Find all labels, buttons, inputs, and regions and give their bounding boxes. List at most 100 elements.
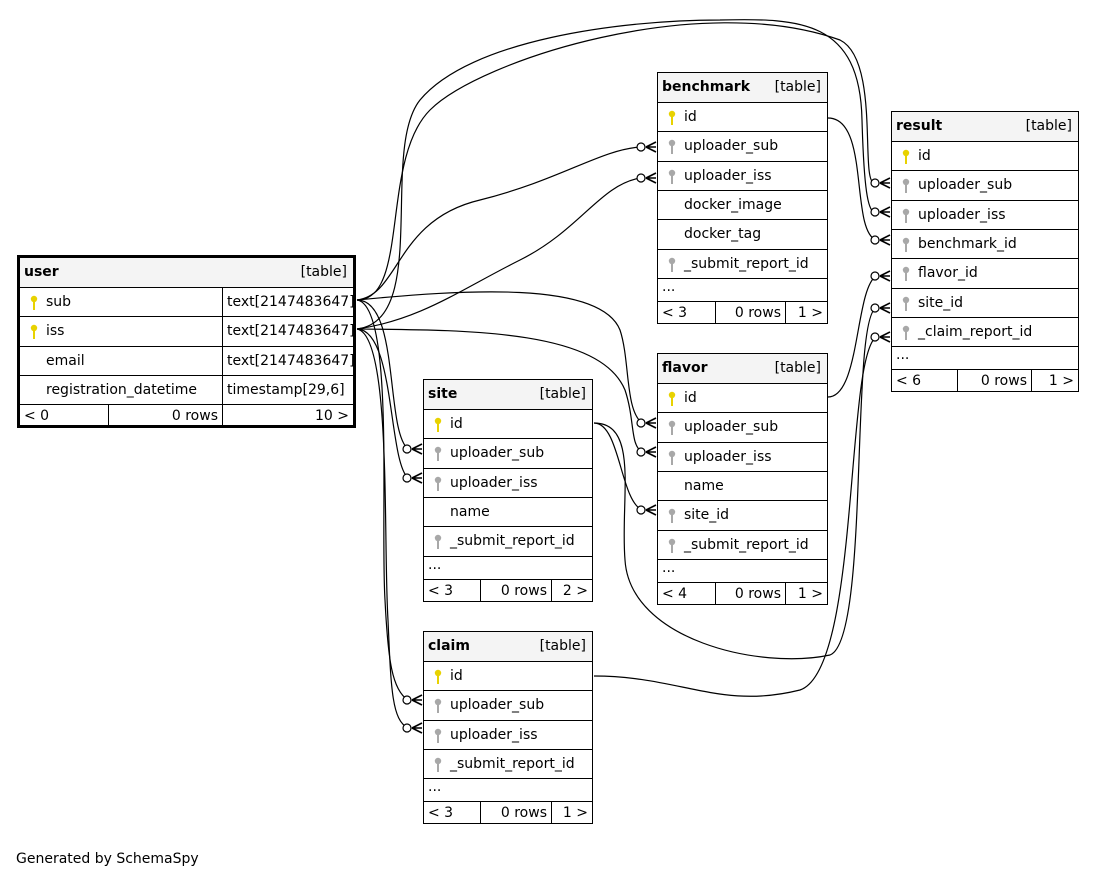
parents-link[interactable]: < 3 bbox=[662, 304, 688, 321]
crows-foot-marker bbox=[645, 504, 657, 516]
primary-key-icon bbox=[668, 110, 676, 125]
column-row[interactable]: docker_tag bbox=[658, 219, 827, 248]
crows-foot-marker bbox=[879, 270, 891, 282]
column-row[interactable]: benchmark_id bbox=[892, 228, 1078, 258]
zero-cardinality-marker bbox=[870, 178, 880, 188]
foreign-key-icon bbox=[902, 296, 910, 311]
foreign-key-icon bbox=[668, 538, 676, 553]
column-row[interactable]: docker_image bbox=[658, 189, 827, 219]
column-row[interactable]: uploader_sub bbox=[658, 131, 827, 160]
parents-link[interactable]: < 0 bbox=[24, 408, 50, 425]
column-name: uploader_sub bbox=[450, 697, 545, 714]
column-row[interactable]: _submit_report_id bbox=[658, 529, 827, 559]
crows-foot-marker bbox=[411, 443, 423, 455]
table-type-tag: [table] bbox=[774, 79, 821, 95]
column-row[interactable]: _submit_report_id bbox=[424, 748, 592, 778]
parents-link[interactable]: < 3 bbox=[428, 582, 454, 599]
column-row[interactable]: site_id bbox=[892, 287, 1078, 317]
column-name: _submit_report_id bbox=[450, 533, 575, 550]
column-row[interactable]: uploader_sub bbox=[424, 438, 592, 467]
column-row[interactable]: id bbox=[658, 383, 827, 412]
column-name: _submit_report_id bbox=[450, 755, 575, 772]
table-header[interactable]: site[table] bbox=[424, 380, 592, 409]
zero-cardinality-marker bbox=[870, 207, 880, 217]
table-type-tag: [table] bbox=[1025, 118, 1072, 134]
row-count: 0 rows bbox=[480, 802, 551, 825]
column-row[interactable]: _claim_report_id bbox=[892, 316, 1078, 346]
crows-foot-marker bbox=[645, 417, 657, 429]
parents-link[interactable]: < 3 bbox=[428, 805, 454, 822]
column-name: registration_datetime bbox=[46, 381, 197, 398]
column-row[interactable]: name bbox=[658, 470, 827, 500]
children-link[interactable]: 1 > bbox=[785, 301, 827, 324]
column-row[interactable]: uploader_sub bbox=[658, 412, 827, 441]
foreign-key-icon bbox=[434, 728, 442, 743]
column-row[interactable]: uploader_iss bbox=[424, 467, 592, 497]
column-row[interactable]: id bbox=[424, 409, 592, 438]
relationship-claim-uploader-sub bbox=[356, 299, 423, 706]
foreign-key-icon bbox=[668, 450, 676, 465]
relationship-result-benchmark-id bbox=[827, 117, 891, 246]
column-row[interactable]: uploader_iss bbox=[658, 160, 827, 190]
column-row[interactable]: uploader_sub bbox=[424, 690, 592, 719]
column-row[interactable]: uploader_sub bbox=[892, 170, 1078, 199]
column-type: text[2147483647] bbox=[222, 288, 355, 317]
relationship-claim-uploader-iss bbox=[356, 328, 423, 734]
column-row[interactable]: uploader_iss bbox=[892, 199, 1078, 229]
column-row[interactable]: sub text[2147483647] bbox=[20, 287, 355, 317]
more-columns: ... bbox=[892, 346, 1078, 369]
crows-foot-marker bbox=[879, 177, 891, 189]
children-link[interactable]: 1 > bbox=[1031, 370, 1078, 393]
column-row[interactable]: _submit_report_id bbox=[424, 526, 592, 555]
row-count: 0 rows bbox=[108, 405, 222, 428]
column-row[interactable]: id bbox=[658, 102, 827, 131]
table-name: site bbox=[428, 386, 458, 402]
column-name: site_id bbox=[918, 294, 964, 311]
column-row[interactable]: id bbox=[892, 141, 1078, 170]
table-claim[interactable]: claim[table]id uploader_sub uploader_iss _s… bbox=[423, 631, 593, 825]
column-name: sub bbox=[46, 294, 72, 310]
table-header[interactable]: user[table] bbox=[20, 258, 353, 287]
parents-link[interactable]: < 4 bbox=[662, 585, 688, 602]
crows-foot-marker bbox=[411, 722, 423, 734]
column-row[interactable]: site_id bbox=[658, 500, 827, 529]
column-name: uploader_iss bbox=[450, 474, 538, 491]
table-header[interactable]: result [table] bbox=[892, 112, 1078, 141]
crows-foot-marker bbox=[879, 206, 891, 218]
column-row[interactable]: id bbox=[424, 661, 592, 690]
table-header[interactable]: flavor[table] bbox=[658, 354, 827, 383]
children-link[interactable]: 1 > bbox=[551, 802, 592, 825]
table-name: flavor bbox=[662, 360, 708, 376]
row-count: 0 rows bbox=[480, 579, 551, 602]
column-row[interactable]: flavor_id bbox=[892, 258, 1078, 287]
table-header[interactable]: claim[table] bbox=[424, 632, 592, 661]
column-row[interactable]: uploader_iss bbox=[658, 441, 827, 471]
children-link[interactable]: 2 > bbox=[551, 579, 592, 602]
column-name: email bbox=[46, 352, 85, 369]
relationship-result--claim-report-id bbox=[593, 331, 891, 697]
foreign-key-icon bbox=[902, 325, 910, 340]
crows-foot-marker bbox=[645, 172, 657, 184]
zero-cardinality-marker bbox=[870, 303, 880, 313]
children-link[interactable]: 1 > bbox=[785, 582, 827, 605]
column-row[interactable]: uploader_iss bbox=[424, 719, 592, 749]
children-link[interactable]: 10 > bbox=[222, 405, 353, 428]
table-name: result bbox=[896, 118, 943, 134]
crows-foot-marker bbox=[411, 472, 423, 484]
column-name: docker_image bbox=[684, 196, 782, 213]
column-row[interactable]: _submit_report_id bbox=[658, 248, 827, 278]
column-name: uploader_sub bbox=[918, 177, 1013, 194]
parents-link[interactable]: < 6 bbox=[896, 373, 922, 390]
table-header[interactable]: benchmark[table] bbox=[658, 73, 827, 102]
column-name: name bbox=[450, 503, 490, 520]
column-row[interactable]: name bbox=[424, 496, 592, 526]
column-name: uploader_sub bbox=[450, 445, 545, 462]
